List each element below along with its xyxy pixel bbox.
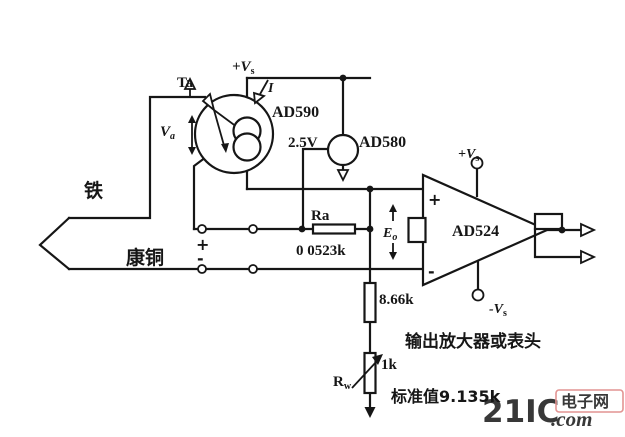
plus-terminal-1 [197, 224, 207, 234]
resistor-8-66k [363, 281, 377, 324]
vs-amp-minus-label: -Vs [489, 302, 507, 319]
sense-arrow-icon [580, 249, 597, 265]
pot-wiper-stem [351, 360, 378, 389]
sense-arrowhead-1-icon [221, 143, 229, 153]
ad580-left-wire [301, 147, 330, 231]
ad590-label: AD590 [272, 104, 319, 121]
amp-plus-input-label: + [428, 190, 441, 209]
sense-output-wire [533, 227, 583, 259]
eo-indicator [389, 204, 397, 260]
ad590-left-drop-wire [192, 155, 208, 231]
minus-terminal-2 [248, 264, 258, 274]
amp-minus-input-label: - [428, 262, 435, 281]
output-network [533, 212, 597, 265]
ad590-sensor [193, 92, 275, 175]
vs-amp-plus-label: +Vs [458, 147, 479, 164]
junction-dot [366, 225, 374, 233]
sense-line-1 [213, 109, 226, 150]
va-arrow-down-icon [188, 147, 196, 155]
terminals [197, 224, 258, 274]
junction-dots [298, 74, 566, 234]
watermark-site: 电子网 [561, 392, 609, 411]
ad580-output-arrow-icon [336, 169, 350, 183]
feedback-box [533, 212, 564, 231]
pot-value-label: 1k [381, 357, 398, 373]
r-offset-body [363, 281, 377, 324]
thermocouple-junction [38, 216, 71, 271]
output-note: 输出放大器或表头 [405, 331, 541, 352]
iron-wire [67, 95, 207, 220]
va-indicator [188, 115, 196, 155]
ad524-label: AD524 [452, 223, 499, 240]
eo-label: Eo [382, 226, 397, 243]
va-arrow-up-icon [188, 115, 196, 123]
junction-dot [298, 225, 306, 233]
vs-minus-terminal [471, 288, 485, 302]
iron-label: 铁 [84, 179, 103, 202]
pot-body [363, 351, 377, 395]
junction-dot [558, 226, 566, 234]
ra-body [311, 223, 357, 235]
current-arrow-stem [258, 79, 269, 97]
va-label: Va [160, 124, 175, 142]
ad580-reference [326, 133, 360, 183]
current-label: I [267, 81, 274, 96]
resistor-ra [311, 223, 357, 235]
current-arrow-icon [252, 91, 266, 105]
potentiometer-rw [351, 351, 383, 418]
junction-dot [366, 185, 374, 193]
pot-label: Rw [333, 374, 352, 392]
ad580-label: AD580 [359, 134, 406, 151]
gain-resistor-box [407, 216, 427, 244]
vs-top-label: +Vs [232, 59, 255, 77]
standard-value-note: 标准值9.135k [390, 387, 501, 406]
ref-voltage-label: 2.5V [288, 135, 318, 151]
eo-arrow-down-icon [389, 252, 397, 260]
watermark-site-box [555, 389, 624, 413]
eo-arrow-up-icon [389, 204, 397, 212]
watermark-suffix: .com [551, 407, 592, 431]
ad524-amplifier [407, 156, 550, 302]
plus-terminal-2 [248, 224, 258, 234]
ad580-body [326, 133, 360, 167]
watermark: 21IC .com 电子网 [482, 389, 624, 431]
current-source-circle-bottom [232, 132, 262, 162]
ground-arrow-icon [364, 407, 376, 418]
plus-polarity-label: + [196, 235, 209, 254]
ta-arrow-icon [183, 76, 197, 90]
constantan-label: 康铜 [126, 246, 164, 269]
pot-wiper-arrow-icon [372, 354, 383, 365]
ta-label: Ta [177, 75, 194, 91]
minus-polarity-label: - [197, 249, 204, 268]
signal-wires [192, 147, 425, 409]
ra-value-label: 0 0523k [296, 243, 346, 259]
vs-plus-terminal [470, 156, 484, 170]
output-arrow-icon [580, 222, 597, 238]
sense-flag-icon [201, 92, 216, 113]
thermocouple-wires [38, 95, 425, 271]
watermark-brand: 21IC [482, 394, 559, 430]
ra-label: Ra [311, 208, 330, 224]
minus-terminal-1 [197, 264, 207, 274]
ta-indicator [183, 76, 197, 97]
current-indicator [252, 79, 269, 105]
r-offset-value-label: 8.66k [379, 292, 414, 308]
junction-dot [339, 74, 347, 82]
